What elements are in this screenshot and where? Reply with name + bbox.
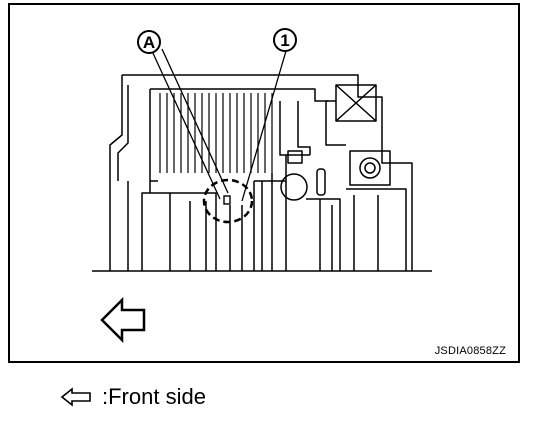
figure-code: JSDIA0858ZZ	[434, 345, 506, 357]
leader-1	[241, 50, 287, 202]
callout-1-label: 1	[280, 31, 289, 50]
legend: :Front side	[60, 384, 206, 410]
front-arrow-icon	[100, 296, 146, 344]
bearing-ball	[359, 157, 381, 179]
bearing-lower	[349, 150, 391, 186]
clutch-plates	[159, 93, 273, 173]
seal-ring	[316, 168, 326, 196]
callout-1: 1	[273, 28, 297, 52]
leader-A	[151, 50, 221, 200]
housing-outline	[122, 74, 413, 271]
snap-ring	[287, 150, 303, 164]
housing-left-wall	[109, 75, 123, 271]
oil-hole	[223, 195, 231, 205]
hub-left	[149, 181, 217, 271]
front-arrow-icon	[60, 387, 91, 407]
callout-A-label: A	[143, 33, 155, 52]
legend-text: :Front side	[102, 384, 206, 409]
check-ball	[280, 173, 308, 201]
detail-circle-A	[202, 178, 254, 224]
callout-A: A	[137, 30, 161, 54]
transmission-cross-section: A 1	[92, 28, 432, 344]
bearing-upper	[335, 84, 377, 122]
diagram-frame: A 1 JSDIA0858ZZ	[8, 3, 520, 363]
